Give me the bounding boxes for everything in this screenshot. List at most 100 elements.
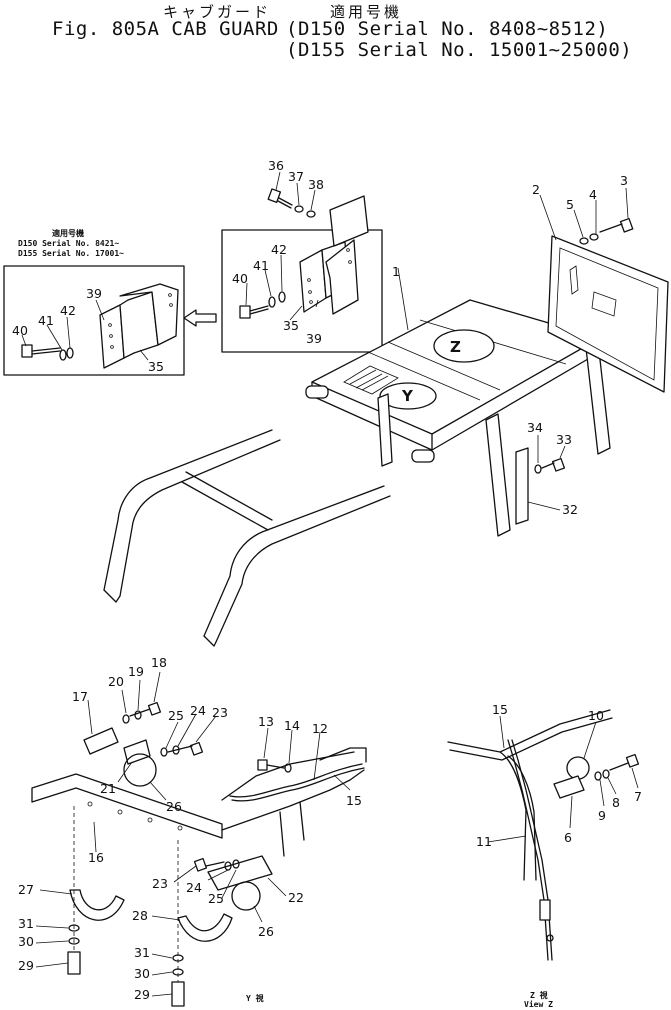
bracket-6 [553,775,585,799]
part-number-35: 35 [148,359,164,374]
corner-lug-front [411,449,435,463]
bracket-21 [123,739,151,765]
part-number-11: 11 [476,834,492,849]
part-number-3: 3 [620,173,628,188]
bolt-29 [67,951,81,975]
part-number-1: 1 [392,264,400,279]
rail-member [31,773,223,839]
part-number-19: 19 [128,664,144,679]
figure-title: Fig. 805A CAB GUARD [52,18,279,40]
corner-lug-left [305,385,329,399]
part-number-27: 27 [18,882,34,897]
part-number-33: 33 [556,432,572,447]
screen-mesh [591,291,617,317]
bolt-29-b [171,981,185,1007]
inset-detail: 適用号機 D150 Serial No. 8421~ D155 Serial N… [3,228,185,376]
part-number-2: 2 [532,182,540,197]
bolt-40-inset [21,344,61,358]
part-number-42-detail: 42 [271,242,287,257]
part-number-15: 15 [346,793,362,808]
plate-22 [207,855,273,891]
part-number-26-b: 26 [258,924,274,939]
inset-serial-d155: D155 Serial No. 17001~ [18,248,124,258]
part-number-23: 23 [212,705,228,720]
view-z-label: View Z [524,999,553,1009]
cab-guard-assembly: Z Y 2 3 4 5 1 [305,173,669,537]
inset-jp-models: 適用号機 [52,228,84,238]
view-z-marker [433,329,495,363]
part-number-18: 18 [151,655,167,670]
washer-38 [306,210,316,218]
washer-42-inset [66,347,74,359]
part-number-26: 26 [166,799,182,814]
bracket-39-detail [299,239,359,315]
serial-range-d150: (D150 Serial No. 8408~8512) [286,18,609,40]
part-number-25: 25 [168,708,184,723]
marker-y-letter: Y [401,387,414,405]
part-number-20: 20 [108,674,124,689]
cable-end [539,899,551,921]
part-number-39-detail: 39 [306,331,322,346]
part-number-4: 4 [589,187,597,202]
jp-title: キャブガード [163,3,272,21]
part-number-35-detail: 35 [283,318,299,333]
plate-38 [329,195,369,247]
part-number-15-z: 15 [492,702,508,717]
part-number-31-b: 31 [134,945,150,960]
part-number-10: 10 [588,708,604,723]
part-number-34: 34 [527,420,543,435]
detail-box: 40 41 42 35 39 [221,229,383,353]
washer-41-detail [268,296,276,308]
serial-range-d155: (D155 Serial No. 15001~25000) [286,39,633,61]
part-number-13: 13 [258,714,274,729]
part-number-23-b: 23 [152,876,168,891]
washer-42-detail [278,291,286,303]
view-z: 10 7 8 9 6 11 15 Z 視 View Z [447,702,642,1009]
part-number-25-b: 25 [208,891,224,906]
header: キャブガード 適用号機 Fig. 805A CAB GUARD (D150 Se… [0,0,671,70]
part-number-7: 7 [634,789,642,804]
part-number-31: 31 [18,916,34,931]
part-number-40-detail: 40 [232,271,248,286]
leg-rear-left [377,393,393,467]
marker-z-letter: Z [450,338,461,356]
part-number-8: 8 [612,795,620,810]
part-number-5: 5 [566,197,574,212]
bracket-39-inset [99,283,179,369]
strap-32 [515,447,529,525]
part-number-29: 29 [18,958,34,973]
view-y-label: Y 視 [246,993,264,1003]
bracket-17 [83,727,119,755]
view-y: 17 20 19 18 25 24 23 21 26 16 27 31 30 2… [18,655,367,1007]
part-number-12: 12 [312,721,328,736]
mirror-26-lower [231,881,261,911]
part-number-32: 32 [562,502,578,517]
part-number-21: 21 [100,781,116,796]
part-number-36: 36 [268,158,284,173]
part-number-29-b: 29 [134,987,150,1002]
part-number-30-b: 30 [134,966,150,981]
part-number-22: 22 [288,890,304,905]
part-number-30: 30 [18,934,34,949]
fasteners-36-38: 36 37 38 [267,158,369,247]
part-number-40: 40 [12,323,28,338]
detail-frame [221,229,383,353]
part-number-9: 9 [598,808,606,823]
view-y-marker [379,382,437,410]
direction-arrow [183,309,217,327]
washer-37 [294,205,304,213]
part-number-24-b: 24 [186,880,202,895]
bolt-40-detail [239,305,269,319]
clamp-28 [177,913,233,942]
mirror-26-upper [123,753,157,787]
inset-serial-d150: D150 Serial No. 8421~ [18,238,119,248]
view-z-jp-label: Z 視 [530,990,548,1000]
part-number-42: 42 [60,303,76,318]
part-number-39: 39 [86,286,102,301]
guard-frame [103,429,391,647]
leg-front-right [485,413,511,537]
washer-41-inset [59,349,67,361]
part-number-24: 24 [190,703,206,718]
part-number-38: 38 [308,177,324,192]
